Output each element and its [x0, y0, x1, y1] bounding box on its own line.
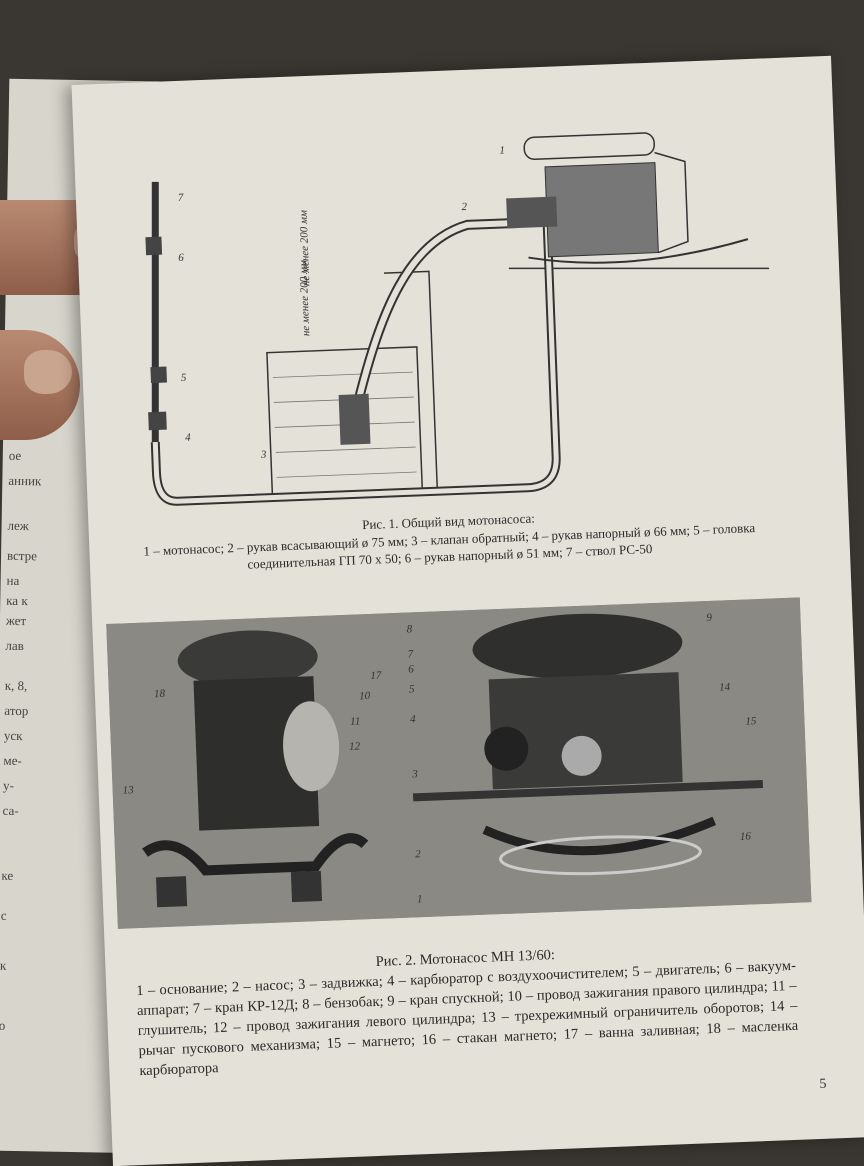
figure2-callout: 15 — [745, 715, 757, 727]
check-valve — [338, 393, 371, 445]
figure1-callout: 1 — [499, 144, 505, 156]
figure2-callout: 3 — [411, 768, 418, 780]
figure2-callout: 7 — [407, 648, 413, 660]
figure1-callout: 4 — [185, 432, 191, 444]
figure2-callout: 2 — [415, 848, 421, 860]
motor-pump — [506, 132, 749, 264]
figure2-callout: 4 — [410, 713, 416, 725]
left-page-fragment: ке — [1, 867, 14, 883]
figure1-callout: 3 — [260, 449, 267, 461]
left-page-fragment: ме- — [3, 752, 22, 769]
figure1-vertical-note: не менее 200 мм — [297, 260, 312, 337]
figure1-callout: 5 — [181, 372, 187, 384]
left-page-fragment: встре — [6, 547, 38, 564]
figure2-callout: 13 — [122, 784, 134, 796]
nozzle-hose — [151, 181, 159, 443]
fingernail — [24, 350, 72, 394]
figure2-callout: 10 — [359, 690, 371, 702]
hose-couplings — [145, 236, 168, 431]
photo-right-pump — [412, 613, 764, 876]
pressure-hose — [150, 226, 561, 506]
photo-left-pump — [142, 630, 369, 908]
document-page: не менее 200 мм не менее 200 мм 1 2 3 4 … — [71, 55, 864, 1166]
left-page-fragment: жет — [5, 612, 27, 629]
left-page-fragment: атор — [4, 702, 29, 719]
figure2-callout: 5 — [409, 683, 415, 695]
left-page-fragment: леж — [7, 517, 29, 534]
figure1-vertical-note: не менее 200 мм — [297, 210, 312, 287]
figure2-callout: 18 — [154, 688, 166, 700]
left-page-fragment: у- — [2, 777, 15, 793]
figure2-callout: 11 — [350, 715, 361, 727]
figure2-caption: Рис. 2. Мотонасос МН 13/60: 1 – основани… — [135, 936, 799, 1081]
page-number: 5 — [819, 1076, 827, 1093]
figure2-callout: 14 — [719, 681, 731, 693]
left-page-fragment: о — [0, 1017, 6, 1033]
figure2-callout: 8 — [406, 623, 412, 635]
left-page-fragment: уск — [3, 727, 23, 744]
figure2-photos: 18 17 10 11 12 13 8 9 7 6 5 4 3 14 15 2 … — [106, 597, 812, 929]
figure2-callout: 9 — [706, 612, 712, 624]
left-page-fragment: на — [6, 572, 20, 589]
figure2-callout: 16 — [740, 830, 752, 842]
left-page-fragment: са- — [2, 802, 19, 819]
ground-line — [383, 267, 770, 493]
suction-hose — [353, 217, 518, 401]
left-page-fragment: с — [0, 907, 7, 923]
figure2-callout: 17 — [370, 670, 382, 682]
left-page-fragment: ка к — [6, 592, 28, 609]
left-page-fragment: лав — [5, 637, 25, 654]
figure1-callout: 2 — [461, 201, 467, 213]
figure1-diagram: не менее 200 мм не менее 200 мм 1 2 3 4 … — [145, 132, 770, 506]
left-page-fragment: ое — [8, 447, 22, 464]
figure2-callout: 6 — [408, 663, 414, 675]
left-page-fragment: к, 8, — [4, 677, 28, 694]
figure1-callout: 7 — [178, 192, 184, 204]
left-page-fragment: к — [0, 957, 7, 973]
figure2-callout: 12 — [349, 740, 361, 752]
figure1-callout: 6 — [178, 252, 184, 264]
left-page-fragment: анник — [8, 472, 42, 489]
figure2-callout: 1 — [417, 893, 423, 905]
